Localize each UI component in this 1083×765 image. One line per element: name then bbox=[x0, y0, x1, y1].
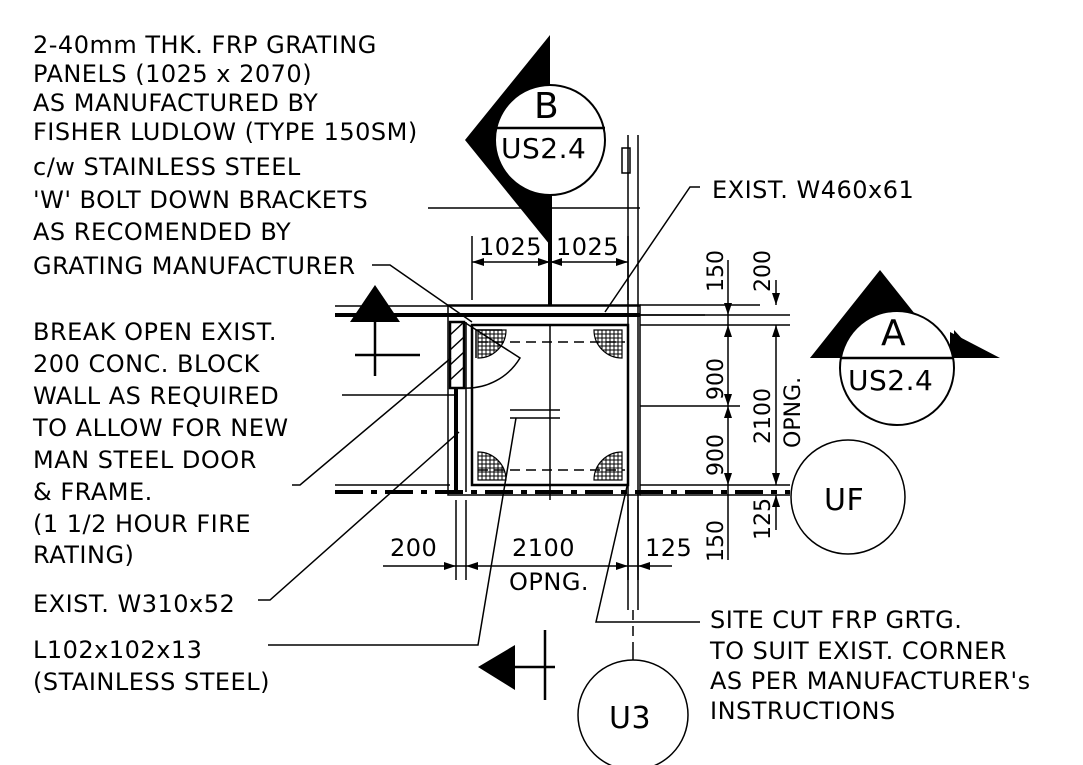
dim-1025-right: 1025 bbox=[556, 233, 619, 261]
corner-mesh-pads bbox=[477, 329, 623, 481]
outer-frame bbox=[447, 304, 641, 496]
section-b-letter: B bbox=[534, 86, 559, 127]
break-open-note: BREAK OPEN EXIST. 200 CONC. BLOCK WALL A… bbox=[32, 318, 297, 569]
dim-opng-right: OPNG. bbox=[781, 377, 806, 448]
section-a-letter: A bbox=[881, 313, 906, 354]
section-marker-b: B US2.4 bbox=[465, 35, 606, 245]
dim-opng-bottom: OPNG. bbox=[509, 568, 589, 596]
section-a-sheet: US2.4 bbox=[848, 364, 933, 397]
dim-125-right: 125 bbox=[751, 498, 776, 540]
dimensions: 1025 1025 200 2100 OPNG. 125 150 200 900… bbox=[383, 233, 806, 596]
leader-w460 bbox=[604, 186, 700, 313]
view-arrow-up bbox=[350, 285, 420, 376]
leader-lines bbox=[258, 186, 700, 646]
grid-bubble-u3: U3 bbox=[577, 650, 689, 765]
leader-door-frame bbox=[292, 357, 452, 486]
beam-w310-label: EXIST. W310x52 bbox=[33, 590, 235, 618]
grid-u3-label: U3 bbox=[609, 701, 651, 736]
section-b-sheet: US2.4 bbox=[501, 132, 586, 165]
dim-125-bottom: 125 bbox=[645, 534, 692, 562]
grid-uf-label: UF bbox=[824, 483, 864, 518]
site-cut-note: SITE CUT FRP GRTG. TO SUIT EXIST. CORNER… bbox=[709, 606, 1039, 725]
grating-note: 2-40mm THK. FRP GRATING PANELS (1025 x 2… bbox=[33, 31, 426, 280]
section-marker-a: A US2.4 bbox=[810, 270, 1000, 430]
dim-1025-left: 1025 bbox=[479, 233, 542, 261]
grid-bubble-uf: UF bbox=[790, 439, 906, 555]
dim-150-right-bottom: 150 bbox=[704, 520, 729, 562]
leader-grating-manufacturer bbox=[372, 264, 473, 323]
dim-200-bottom: 200 bbox=[390, 534, 437, 562]
beam-w460-label: EXIST. W460x61 bbox=[712, 176, 914, 204]
leader-w310 bbox=[258, 431, 460, 601]
view-arrow-left bbox=[478, 630, 555, 700]
dim-2100-right: 2100 bbox=[751, 388, 776, 444]
dim-150-right-top: 150 bbox=[704, 250, 729, 292]
dim-200-right: 200 bbox=[751, 250, 776, 292]
door-swing bbox=[463, 321, 522, 389]
dim-2100-bottom: 2100 bbox=[512, 534, 575, 562]
angle-note: L102x102x13 (STAINLESS STEEL) bbox=[33, 636, 270, 696]
leader-site-cut bbox=[595, 481, 700, 623]
dim-900-right-bottom: 900 bbox=[704, 434, 729, 476]
dim-900-right-top: 900 bbox=[704, 358, 729, 400]
